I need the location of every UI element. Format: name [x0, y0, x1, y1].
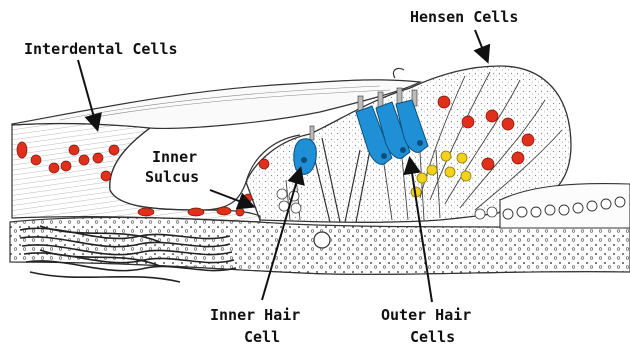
label-inner-hair-cell-line1: Inner Hair — [210, 306, 300, 324]
arrow-icon — [475, 30, 487, 60]
label-hensen-cells: Hensen Cells — [410, 8, 518, 26]
inner-hair-cell — [294, 126, 317, 174]
label-inner-hair-cell-line2: Cell — [244, 328, 280, 346]
label-outer-hair-cells-line2: Cells — [410, 328, 455, 346]
label-inner-sulcus-line2: Sulcus — [145, 168, 199, 186]
label-inner-sulcus-line1: Inner — [152, 148, 197, 166]
label-outer-hair-cells-line1: Outer Hair — [381, 306, 471, 324]
label-interdental-cells: Interdental Cells — [24, 40, 178, 58]
